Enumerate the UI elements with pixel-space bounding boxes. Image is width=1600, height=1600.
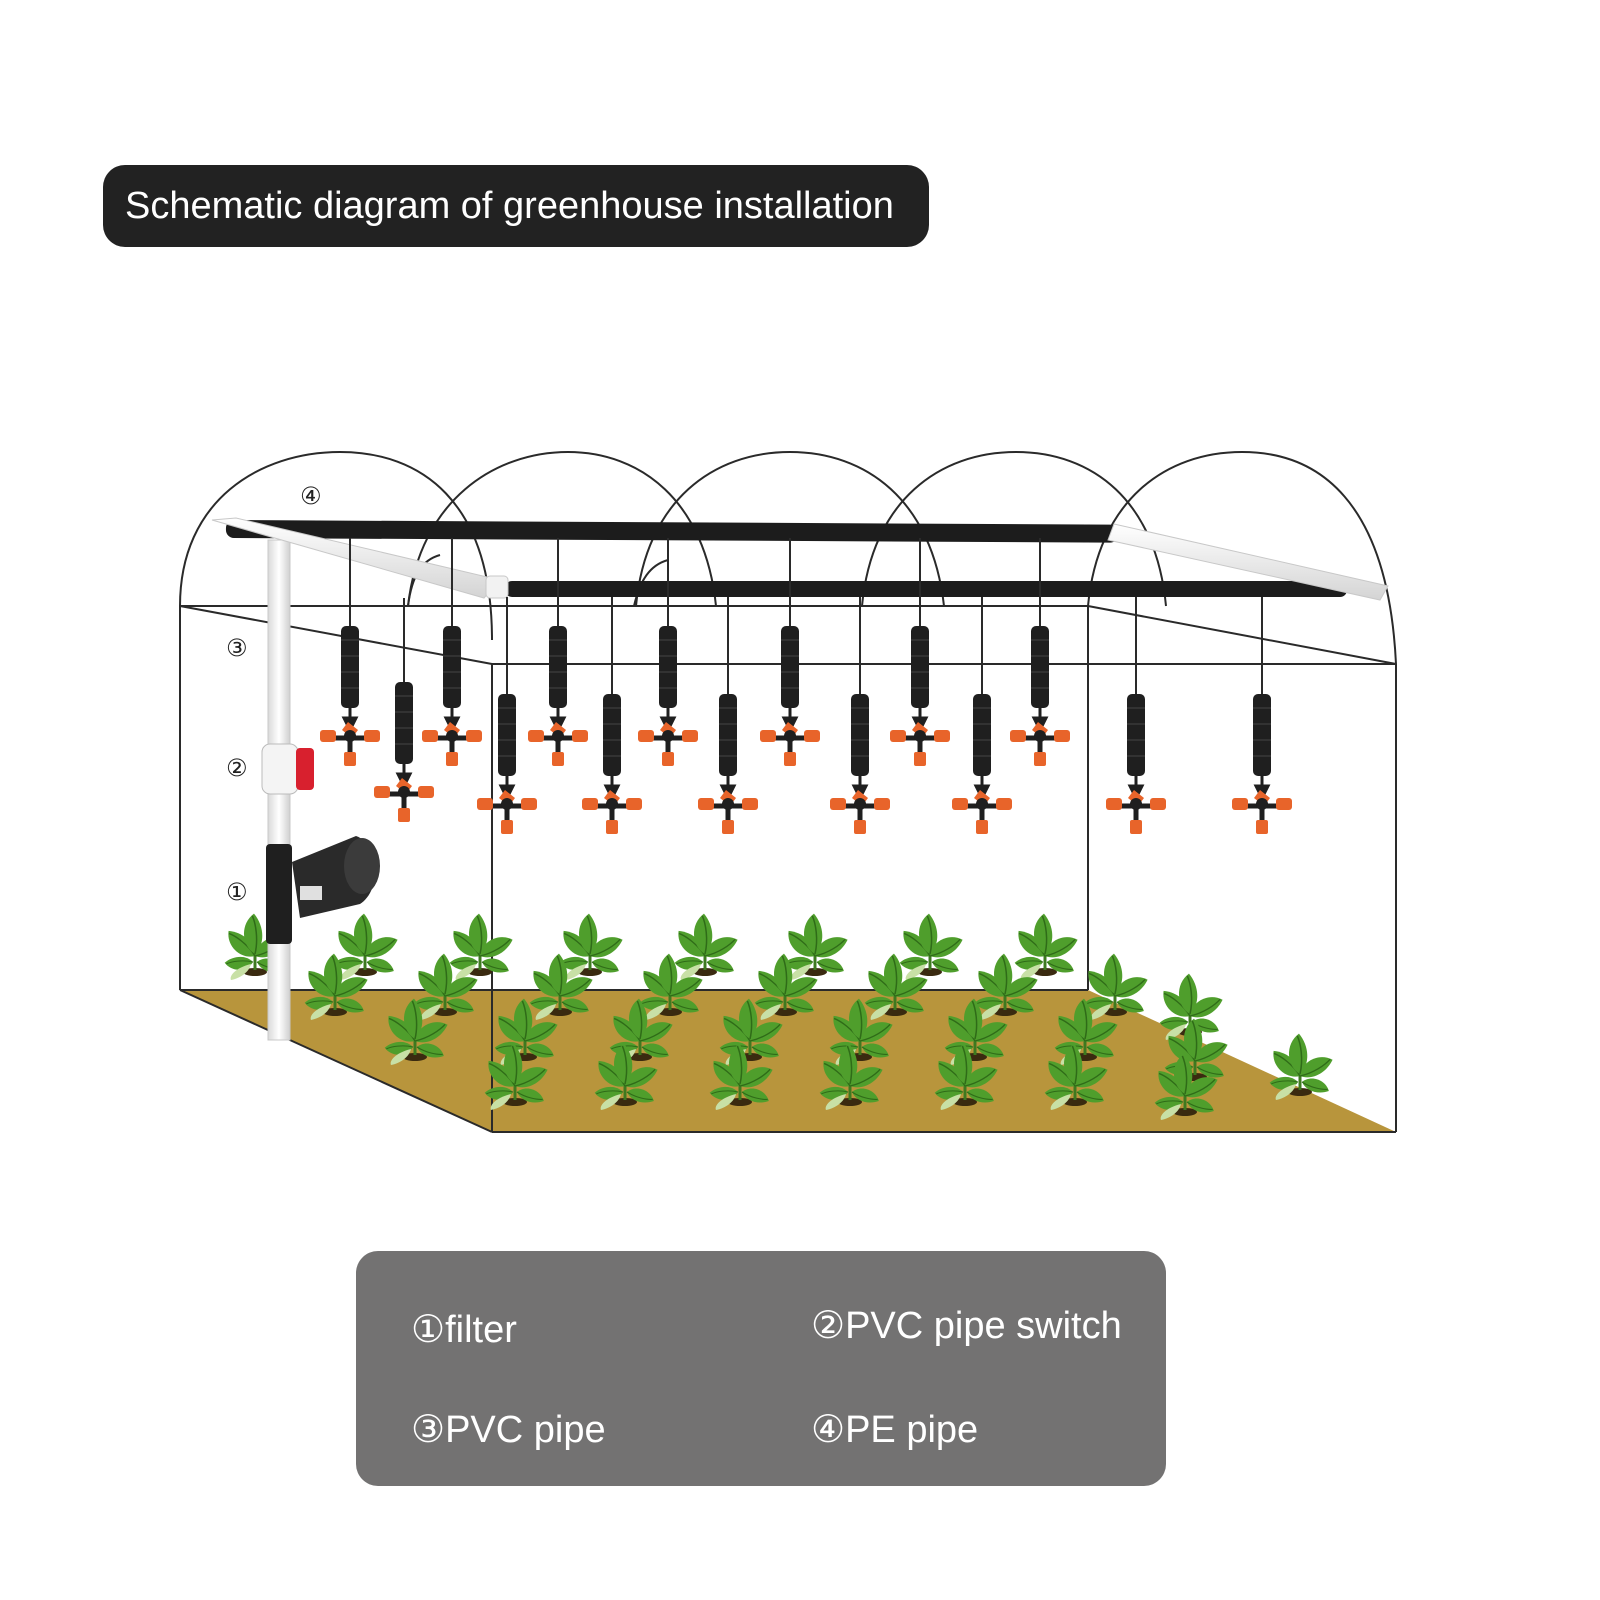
sprinklers <box>320 626 1292 834</box>
sprinkler <box>890 626 950 766</box>
callout-switch: ② <box>226 754 248 782</box>
legend-item-pvc-switch: ②PVC pipe switch <box>811 1303 1122 1348</box>
legend-label: PVC pipe <box>445 1409 606 1451</box>
callout-pe-pipe: ④ <box>300 482 322 510</box>
sprinkler <box>477 694 537 834</box>
callout-pvc-pipe: ③ <box>226 634 248 662</box>
legend-panel: ①filter ②PVC pipe switch ③PVC pipe ④PE p… <box>356 1251 1166 1486</box>
filter-unit <box>266 836 380 944</box>
legend-marker: ③ <box>411 1409 446 1451</box>
sprinkler <box>1010 626 1070 766</box>
sprinkler <box>320 626 380 766</box>
legend-item-pe-pipe: ④PE pipe <box>811 1407 978 1452</box>
diagram-title: Schematic diagram of greenhouse installa… <box>103 165 929 247</box>
pe-pipes <box>225 520 1347 597</box>
sprinkler <box>952 694 1012 834</box>
sprinkler <box>1106 694 1166 834</box>
sprinkler <box>374 682 434 822</box>
legend-marker: ④ <box>811 1409 846 1451</box>
sprinkler <box>528 626 588 766</box>
legend-item-pvc-pipe: ③PVC pipe <box>411 1407 606 1452</box>
legend-label: PE pipe <box>845 1409 979 1451</box>
sprinkler <box>698 694 758 834</box>
pvc-valve <box>261 743 314 795</box>
sprinkler <box>582 694 642 834</box>
legend-marker: ① <box>411 1309 446 1351</box>
sprinkler <box>830 694 890 834</box>
sprinkler <box>1232 694 1292 834</box>
legend-item-filter: ①filter <box>411 1307 517 1352</box>
callout-filter: ① <box>226 878 248 906</box>
sprinkler <box>638 626 698 766</box>
sprinkler <box>422 626 482 766</box>
legend-label: PVC pipe switch <box>845 1305 1122 1347</box>
drop-lines <box>349 538 1263 694</box>
sprinkler <box>760 626 820 766</box>
legend-marker: ② <box>811 1305 846 1347</box>
legend-label: filter <box>445 1309 517 1351</box>
diagram-title-text: Schematic diagram of greenhouse installa… <box>125 184 894 227</box>
